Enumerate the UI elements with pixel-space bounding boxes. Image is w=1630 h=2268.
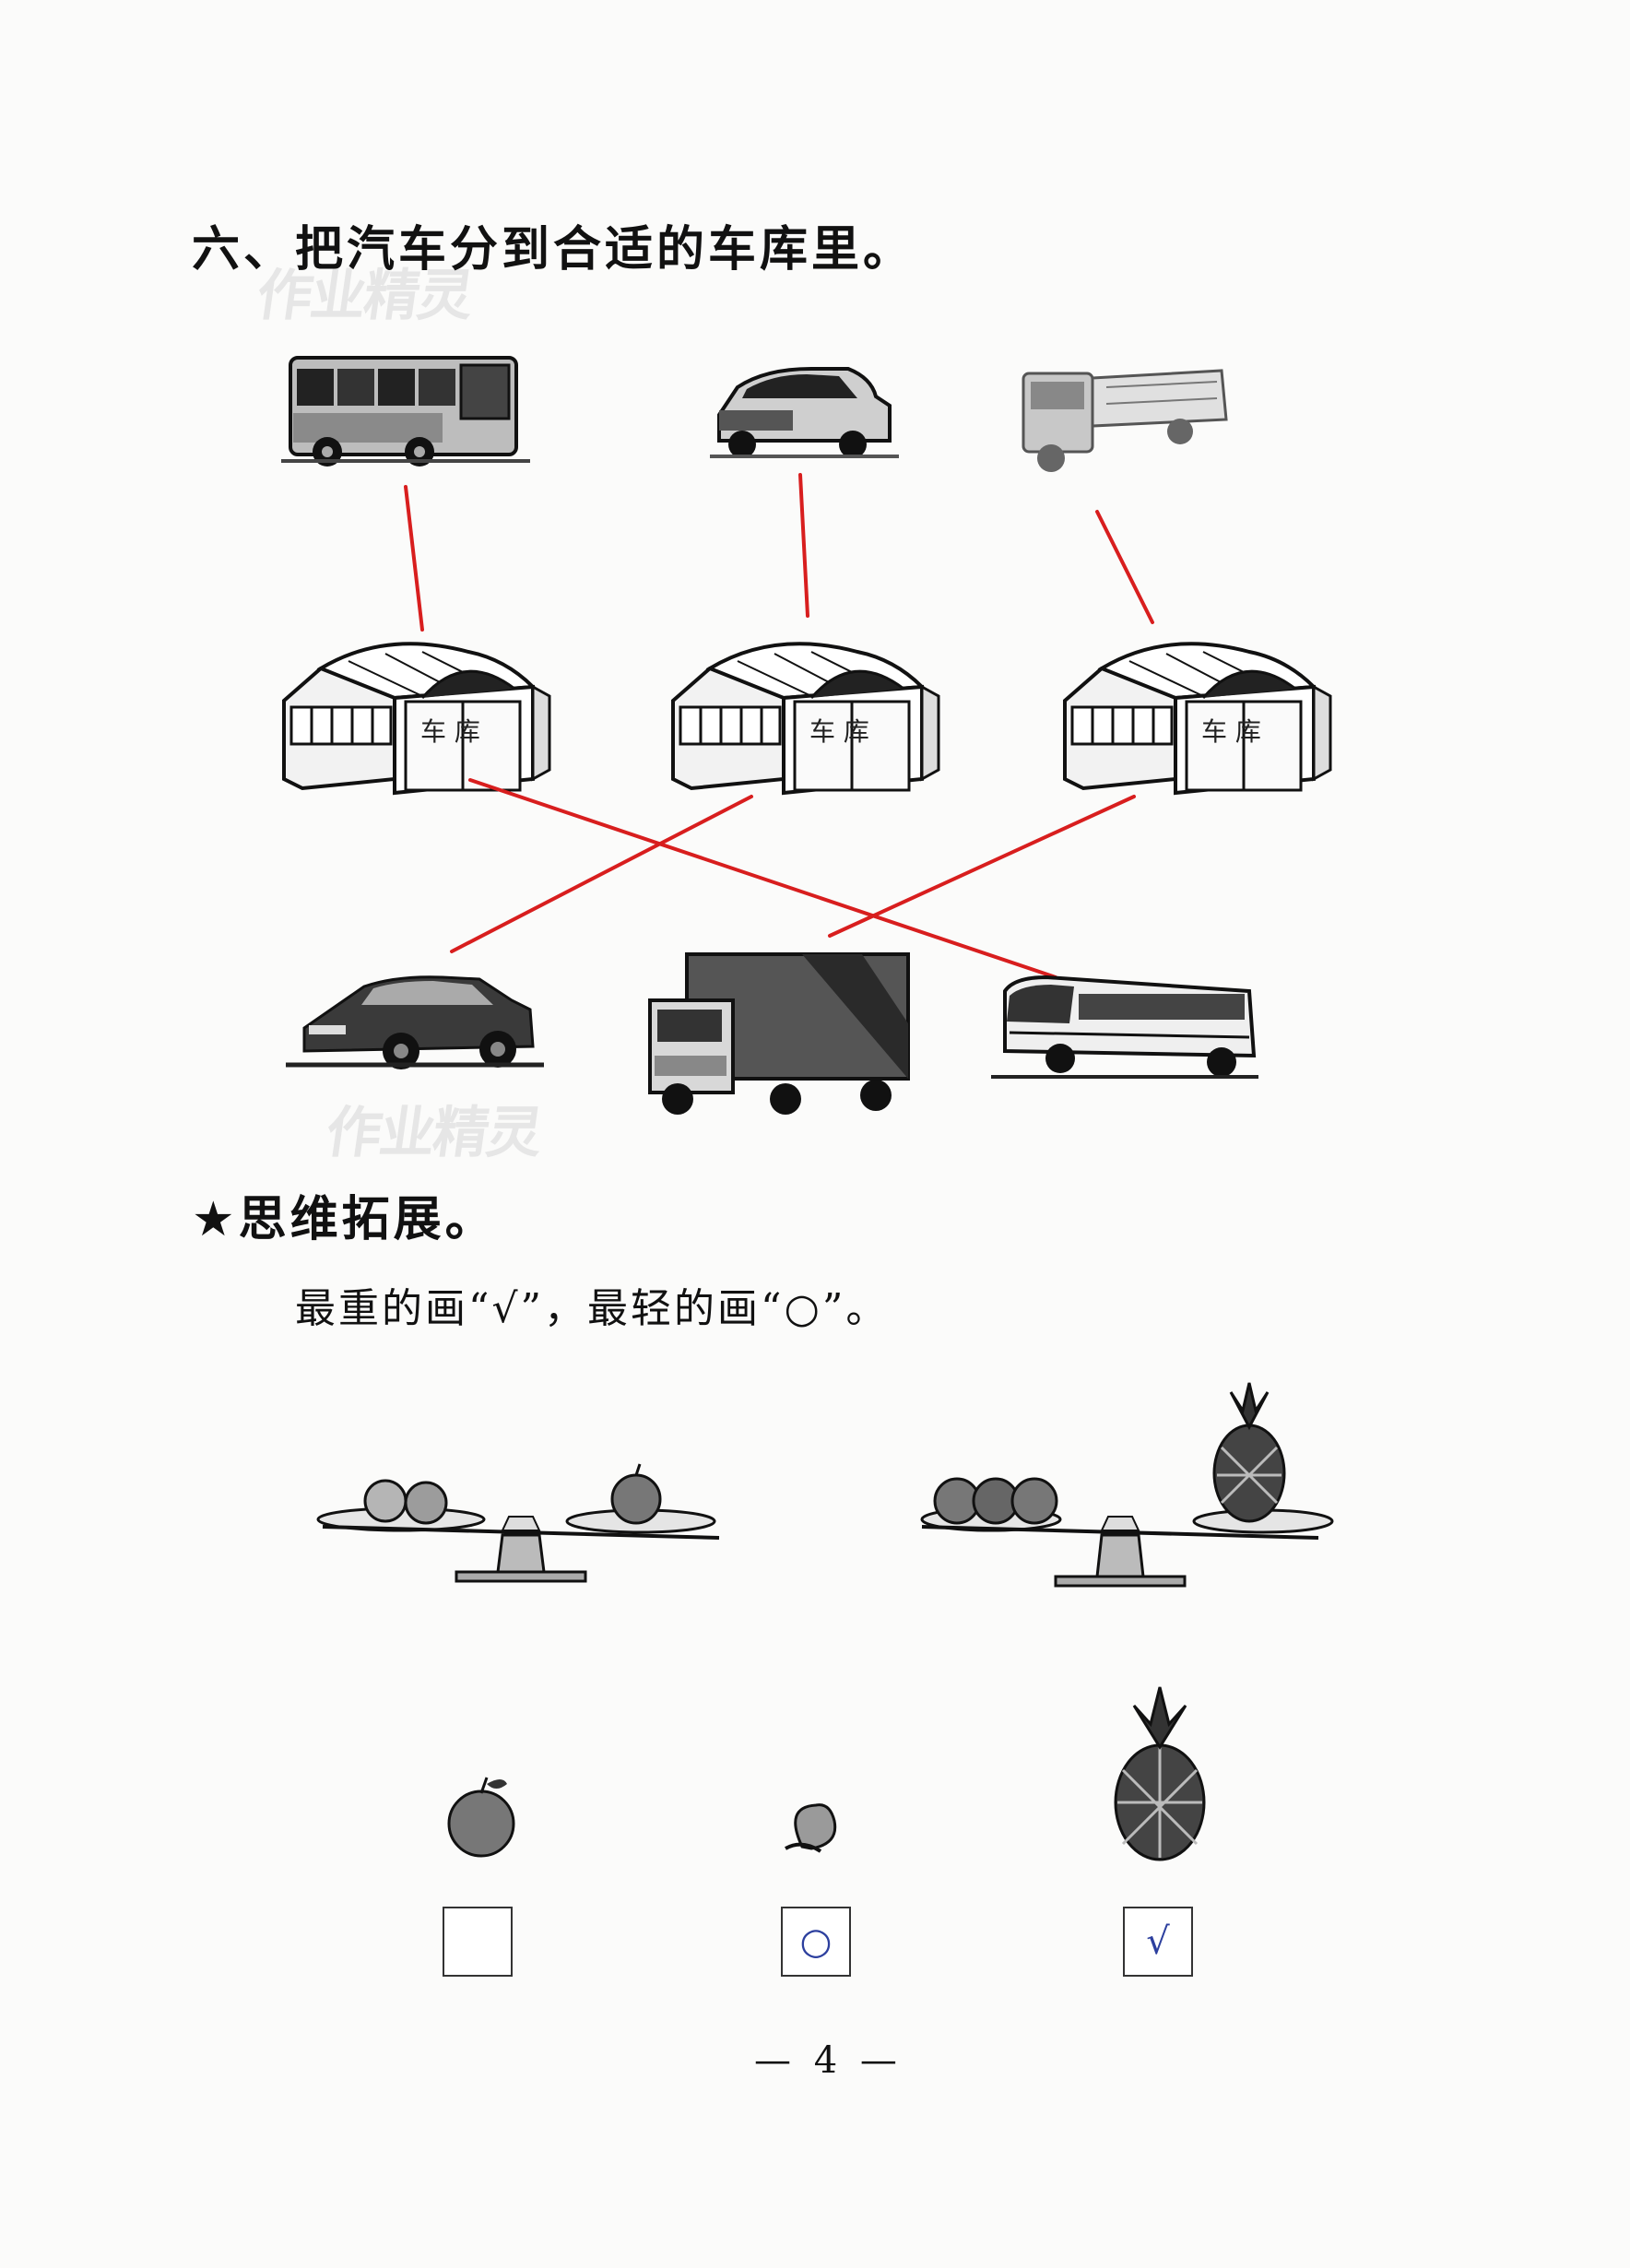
answer-line-truck-top <box>1095 510 1154 624</box>
pineapple-icon <box>1114 1686 1206 1861</box>
scale-left-icon <box>316 1463 720 1583</box>
apple-answer-box[interactable] <box>443 1907 513 1977</box>
garage-middle-label: 车 库 <box>809 716 869 747</box>
answer-line-car-bottom <box>450 795 753 953</box>
garage-middle-icon: 车 库 <box>671 642 940 795</box>
answer-line-bus-bottom <box>468 778 1057 979</box>
answer-line-truck-bottom <box>828 795 1136 938</box>
car-bottom-icon <box>286 975 544 1069</box>
garage-right-label: 车 库 <box>1201 716 1261 747</box>
answer-line-bus-top <box>404 485 424 632</box>
extension-instruction: 最重的画“√”，最轻的画“○”。 <box>295 1285 890 1332</box>
box-truck-bottom-icon <box>648 952 910 1115</box>
extension-title: ★思维拓展。 <box>192 1192 497 1247</box>
truck-top-icon <box>1022 369 1228 472</box>
peach-icon <box>785 1803 837 1853</box>
garage-left-icon: 车 库 <box>282 642 551 795</box>
car-top-icon <box>710 367 899 458</box>
peach-answer-box[interactable]: ○ <box>781 1907 851 1977</box>
answer-lines <box>404 473 1154 979</box>
answer-line-car-top <box>798 473 809 618</box>
pineapple-answer-box[interactable]: √ <box>1123 1907 1193 1977</box>
bus-top-icon <box>281 356 530 467</box>
section-6-title: 六、把汽车分到合适的车库里。 <box>192 222 915 278</box>
garage-left-label: 车 库 <box>420 716 480 747</box>
apple-icon <box>447 1777 515 1858</box>
scale-right-icon <box>920 1382 1334 1588</box>
bus-bottom-icon <box>991 975 1258 1079</box>
garage-right-icon: 车 库 <box>1063 642 1332 795</box>
page-number: — 4 — <box>754 2039 903 2082</box>
